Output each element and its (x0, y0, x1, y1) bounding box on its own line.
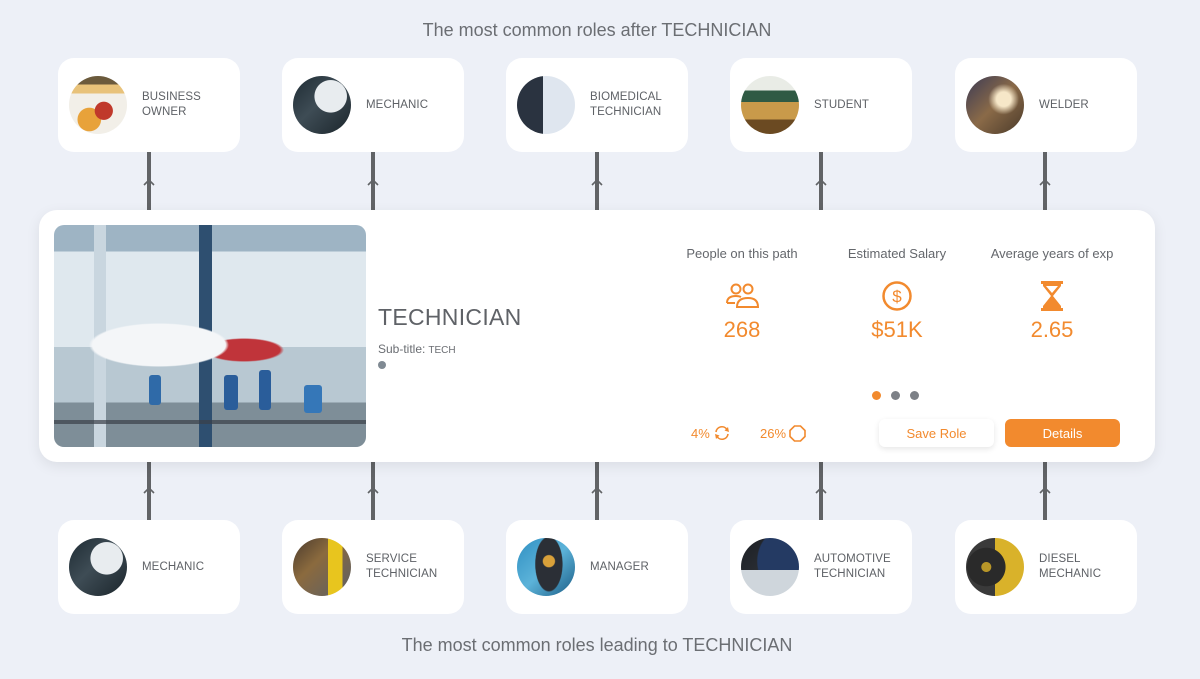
connector-arrow (591, 152, 603, 210)
student-avatar (741, 76, 799, 134)
role-label: STUDENT (814, 98, 870, 111)
connector-arrow (367, 462, 379, 520)
arrow-up-icon (815, 178, 827, 186)
automotive-technician-avatar (741, 538, 799, 596)
stat-label: Average years of exp (990, 246, 1114, 261)
connector-arrow (1039, 152, 1051, 210)
mini-stat-value: 4% (691, 425, 710, 441)
role-subtitle: Sub-title:TECH (378, 342, 456, 356)
subtitle-label: Sub-title: (378, 342, 426, 356)
turnover-stat: 4% (691, 425, 731, 441)
role-card-student[interactable]: STUDENT (730, 58, 912, 152)
biomedical-technician-avatar (517, 76, 575, 134)
role-label: MECHANIC (142, 560, 205, 573)
arrow-up-icon (815, 486, 827, 494)
roles-leading-heading: The most common roles leading to TECHNIC… (401, 635, 793, 655)
stat-value: $51K (871, 317, 923, 342)
connector-arrow (815, 462, 827, 520)
arrow-up-icon (591, 486, 603, 494)
connector-arrow (367, 152, 379, 210)
status-dot (378, 361, 386, 369)
role-card-mechanic[interactable]: MECHANIC (282, 58, 464, 152)
mini-stat-value: 26% (760, 426, 787, 441)
hourglass-icon (977, 281, 1127, 311)
role-title: TECHNICIAN (378, 304, 522, 330)
mechanic-avatar (293, 76, 351, 134)
manager-avatar (517, 538, 575, 596)
arrow-up-icon (143, 178, 155, 186)
arrow-up-icon (367, 486, 379, 494)
save-role-button[interactable]: Save Role (879, 419, 994, 447)
carousel-dot-1[interactable] (872, 391, 881, 400)
service-technician-avatar (293, 538, 351, 596)
role-card-automotive-technician[interactable]: AUTOMOTIVE TECHNICIAN (730, 520, 912, 614)
role-card-service-technician[interactable]: SERVICE TECHNICIAN (282, 520, 464, 614)
stat-value: 2.65 (1030, 317, 1074, 342)
arrow-up-icon (143, 486, 155, 494)
role-label: AUTOMOTIVE TECHNICIAN (814, 553, 891, 580)
carousel-dot-2[interactable] (891, 391, 900, 400)
svg-text:$: $ (892, 287, 902, 306)
business-owner-avatar (69, 76, 127, 134)
connector-arrow (815, 152, 827, 210)
octagon-icon (789, 425, 806, 442)
arrow-up-icon (1039, 178, 1051, 186)
stat-experience: Average years of exp 2.65 (977, 246, 1127, 343)
role-card-biomedical-technician[interactable]: BIOMEDICAL TECHNICIAN (506, 58, 688, 152)
roles-after-heading: The most common roles after TECHNICIAN (422, 20, 772, 40)
role-label: BIOMEDICAL TECHNICIAN (590, 91, 662, 118)
role-card-mechanic[interactable]: MECHANIC (58, 520, 240, 614)
connector-arrow (143, 152, 155, 210)
role-card-business-owner[interactable]: BUSINESS OWNER (58, 58, 240, 152)
connector-arrow (143, 462, 155, 520)
stat-people: People on this path 268 (667, 246, 817, 343)
connector-arrow (591, 462, 603, 520)
current-role-card: TECHNICIAN Sub-title:TECH People on this… (39, 210, 1155, 462)
stat-label: People on this path (686, 246, 798, 261)
dollar-circle-icon: $ (822, 281, 972, 311)
role-label: MECHANIC (366, 98, 429, 111)
arrow-up-icon (367, 178, 379, 186)
stat-value: 268 (723, 317, 761, 342)
arrow-up-icon (1039, 486, 1051, 494)
role-label: MANAGER (590, 560, 649, 573)
connector-arrow (1039, 462, 1051, 520)
arrow-up-icon (591, 178, 603, 186)
details-button[interactable]: Details (1005, 419, 1120, 447)
people-icon (667, 281, 817, 311)
role-label: BUSINESS OWNER (142, 91, 201, 118)
role-label: DIESEL MECHANIC (1039, 553, 1102, 580)
welder-avatar (966, 76, 1024, 134)
roles-after-row: BUSINESS OWNER MECHANIC BIOMEDICAL TECHN… (0, 58, 1200, 153)
refresh-icon (714, 425, 729, 441)
stat-label: Estimated Salary (847, 246, 947, 261)
subtitle-value: TECH (428, 345, 456, 356)
role-card-welder[interactable]: WELDER (955, 58, 1137, 152)
workshop-hero-image (54, 225, 366, 447)
roles-leading-row: MECHANIC SERVICE TECHNICIAN MANAGER AUTO… (0, 520, 1200, 615)
stat-salary: Estimated Salary $ $51K (822, 246, 972, 343)
role-card-manager[interactable]: MANAGER (506, 520, 688, 614)
role-label: WELDER (1039, 98, 1089, 111)
carousel-dots (872, 391, 919, 400)
carousel-dot-3[interactable] (910, 391, 919, 400)
mechanic-avatar (69, 538, 127, 596)
role-card-diesel-mechanic[interactable]: DIESEL MECHANIC (955, 520, 1137, 614)
role-label: SERVICE TECHNICIAN (366, 553, 438, 580)
diesel-mechanic-avatar (966, 538, 1024, 596)
octagon-stat: 26% (760, 425, 806, 442)
